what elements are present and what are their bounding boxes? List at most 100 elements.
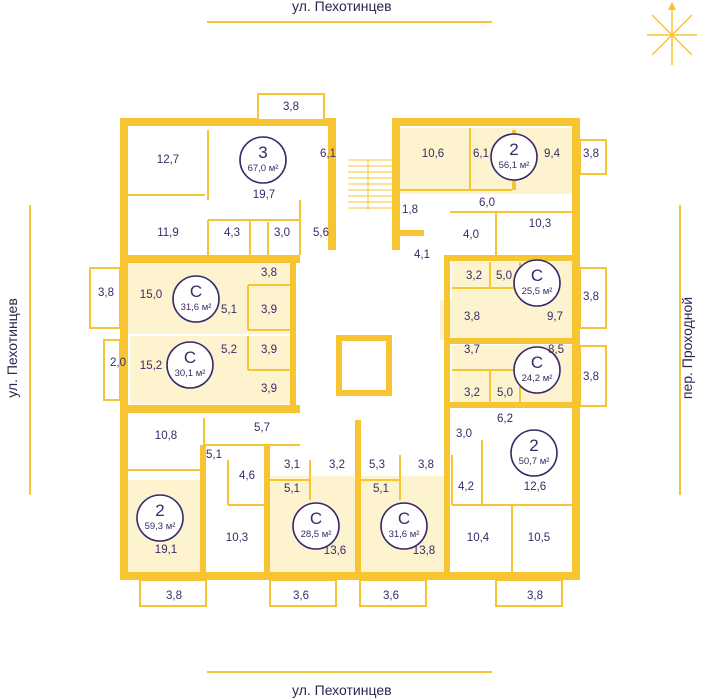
apartment-badge-circle xyxy=(292,502,340,550)
inner-partitions xyxy=(128,128,572,572)
apartment-badge-apt-top-left: 367,0 м² xyxy=(239,136,287,184)
room-area-label: 3,2 xyxy=(466,270,482,282)
room-area-label: 3,8 xyxy=(261,267,277,279)
room-area-label: 10,3 xyxy=(226,532,248,544)
room-area-label: 8,5 xyxy=(548,344,564,356)
sun-compass-icon xyxy=(647,2,697,65)
apartment-badge-circle xyxy=(513,346,561,394)
apartment-badge-circle xyxy=(166,341,214,389)
staircase-steps xyxy=(348,159,392,210)
street-label-bottom: ул. Пехотинцев xyxy=(292,682,392,698)
apartment-area: 31,6 м² xyxy=(181,302,212,313)
room-area-label: 2,0 xyxy=(110,357,126,369)
room-area-label: 5,0 xyxy=(496,270,512,282)
room-area-label: 3,0 xyxy=(274,227,290,239)
apartment-badge-circle xyxy=(513,259,561,307)
room-area-label: 3,0 xyxy=(456,428,472,440)
room-area-label: 5,1 xyxy=(284,483,300,495)
apartment-badge-circle xyxy=(490,133,538,181)
apartment-badge-apt-bottom-mid-2: С31,6 м² xyxy=(380,502,428,550)
room-area-label: 11,9 xyxy=(157,227,179,239)
walls xyxy=(120,118,580,580)
room-area-label: 5,1 xyxy=(373,483,389,495)
room-area-label: 5,2 xyxy=(221,344,237,356)
apartment-area: 56,1 м² xyxy=(499,160,530,171)
apartment-type: 2 xyxy=(155,501,164,520)
room-area-label: 10,3 xyxy=(529,218,551,230)
room-area-label: 9,7 xyxy=(547,311,563,323)
room-area-label: 12,6 xyxy=(524,481,546,493)
room-area-label: 3,8 xyxy=(283,101,299,113)
room-area-label: 3,8 xyxy=(583,148,599,160)
room-area-label: 15,2 xyxy=(140,360,162,372)
apartment-area: 24,2 м² xyxy=(522,373,553,384)
apartment-type: С xyxy=(184,348,196,367)
room-area-label: 4,0 xyxy=(463,229,479,241)
room-area-label: 3,2 xyxy=(464,387,480,399)
apartment-badge-circle xyxy=(510,429,558,477)
apartment-type: С xyxy=(310,509,322,528)
apartment-type: 2 xyxy=(529,436,538,455)
room-area-label: 5,3 xyxy=(369,459,385,471)
apartment-area: 28,5 м² xyxy=(301,529,332,540)
apartment-badge-circle xyxy=(136,494,184,542)
room-area-label: 3,8 xyxy=(98,287,114,299)
room-area-label: 5,1 xyxy=(221,304,237,316)
apartment-badge-apt-left-1: С31,6 м² xyxy=(172,275,220,323)
apartment-area: 30,1 м² xyxy=(175,368,206,379)
room-area-label: 12,7 xyxy=(157,154,179,166)
apartment-badge-apt-right-bottom: 250,7 м² xyxy=(510,429,558,477)
room-area-label: 3,9 xyxy=(261,383,277,395)
apartment-type: С xyxy=(398,509,410,528)
apartment-badge-apt-bottom-mid-1: С28,5 м² xyxy=(292,502,340,550)
room-area-label: 4,3 xyxy=(224,227,240,239)
room-area-label: 3,6 xyxy=(383,590,399,602)
room-area-label: 3,9 xyxy=(261,344,277,356)
apartment-area: 31,6 м² xyxy=(389,529,420,540)
room-area-label: 5,6 xyxy=(313,227,329,239)
room-area-label: 5,7 xyxy=(254,422,270,434)
room-area-label: 4,6 xyxy=(239,470,255,482)
apartment-badge-circle xyxy=(380,502,428,550)
room-area-label: 19,1 xyxy=(155,544,177,556)
room-area-label: 5,0 xyxy=(497,387,513,399)
room-area-label: 3,8 xyxy=(464,311,480,323)
room-area-label: 6,2 xyxy=(497,413,513,425)
room-area-label: 10,5 xyxy=(528,532,550,544)
apartment-badge-apt-right-2: С24,2 м² xyxy=(513,346,561,394)
apartment-badge-apt-bottom-left: 259,3 м² xyxy=(136,494,184,542)
street-label-top: ул. Пехотинцев xyxy=(292,0,392,14)
room-area-label: 5,1 xyxy=(206,449,222,461)
room-area-label: 4,2 xyxy=(458,481,474,493)
room-area-label: 6,0 xyxy=(479,197,495,209)
room-area-label: 3,9 xyxy=(261,304,277,316)
room-area-label: 3,8 xyxy=(418,459,434,471)
room-area-label: 4,1 xyxy=(414,249,430,261)
room-area-label: 3,6 xyxy=(293,590,309,602)
apartment-type: С xyxy=(190,282,202,301)
apartment-type: 3 xyxy=(258,143,267,162)
room-area-label: 13,6 xyxy=(324,545,346,557)
apartment-badge-apt-top-right: 256,1 м² xyxy=(490,133,538,181)
room-area-label: 3,8 xyxy=(583,291,599,303)
apartment-badge-circle xyxy=(172,275,220,323)
room-area-label: 10,8 xyxy=(155,430,177,442)
room-area-label: 15,0 xyxy=(140,289,162,301)
room-area-label: 3,2 xyxy=(329,459,345,471)
room-area-label: 13,8 xyxy=(413,545,435,557)
room-area-label: 1,8 xyxy=(402,204,418,216)
apartment-badge-circle xyxy=(239,136,287,184)
apartment-type: С xyxy=(531,353,543,372)
room-area-label: 10,4 xyxy=(467,532,490,544)
room-area-label: 3,7 xyxy=(464,344,480,356)
apartment-area: 59,3 м² xyxy=(145,521,176,532)
room-area-label: 10,6 xyxy=(422,148,444,160)
room-area-label: 19,7 xyxy=(253,189,275,201)
balconies xyxy=(89,93,607,607)
apartment-type: 2 xyxy=(509,140,518,159)
room-area-label: 6,1 xyxy=(473,148,489,160)
room-area-label: 6,1 xyxy=(320,148,336,160)
